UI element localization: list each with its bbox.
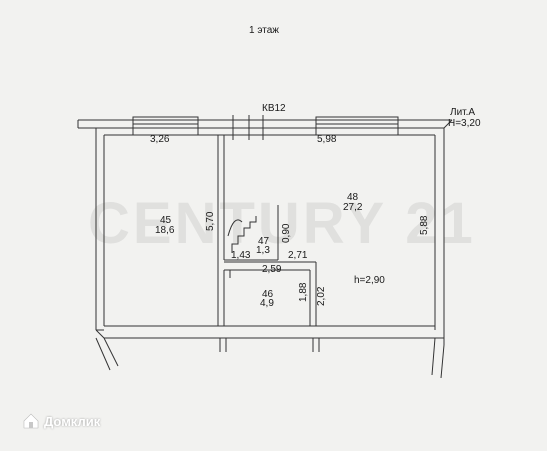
building-letter: Лит.А — [450, 107, 476, 118]
room-45-number: 45 — [160, 215, 172, 226]
dim-corridor-width: 2,71 — [288, 250, 308, 261]
room-46-area: 4,9 — [260, 298, 274, 309]
dim-room46-height-left: 1,88 — [298, 282, 309, 302]
room-47-number: 47 — [258, 236, 270, 247]
room-48-number: 48 — [347, 192, 359, 203]
house-icon — [23, 413, 39, 429]
dim-stair-height: 0,90 — [281, 223, 292, 243]
room-45-area: 18,6 — [155, 225, 175, 236]
room-47-area: 1,3 — [256, 245, 270, 256]
dim-left-room-width: 3,26 — [150, 134, 170, 145]
apartment-label: КВ12 — [262, 103, 286, 114]
window-left — [132, 116, 199, 136]
brand-name: Домклик — [44, 413, 101, 429]
dim-left-room-depth: 5,70 — [205, 211, 216, 231]
century21-watermark: CENTURY 21 — [88, 191, 476, 256]
domclick-logo: Домклик — [22, 412, 100, 430]
ceiling-height: h=2,90 — [354, 275, 385, 286]
dim-right-wall-length: 5,88 — [419, 215, 430, 235]
room-46-number: 46 — [262, 289, 274, 300]
dim-right-room-width: 5,98 — [317, 134, 337, 145]
dim-room46-height-right: 2,02 — [316, 286, 327, 306]
room-48-area: 27,2 — [343, 202, 363, 213]
height-total: H=3,20 — [448, 118, 481, 129]
stairs — [231, 216, 257, 253]
window-right — [315, 116, 399, 136]
dim-stair-width: 1,43 — [231, 250, 251, 261]
page-title: 1 этаж — [249, 25, 279, 36]
dim-room46-width: 2,59 — [262, 264, 282, 275]
